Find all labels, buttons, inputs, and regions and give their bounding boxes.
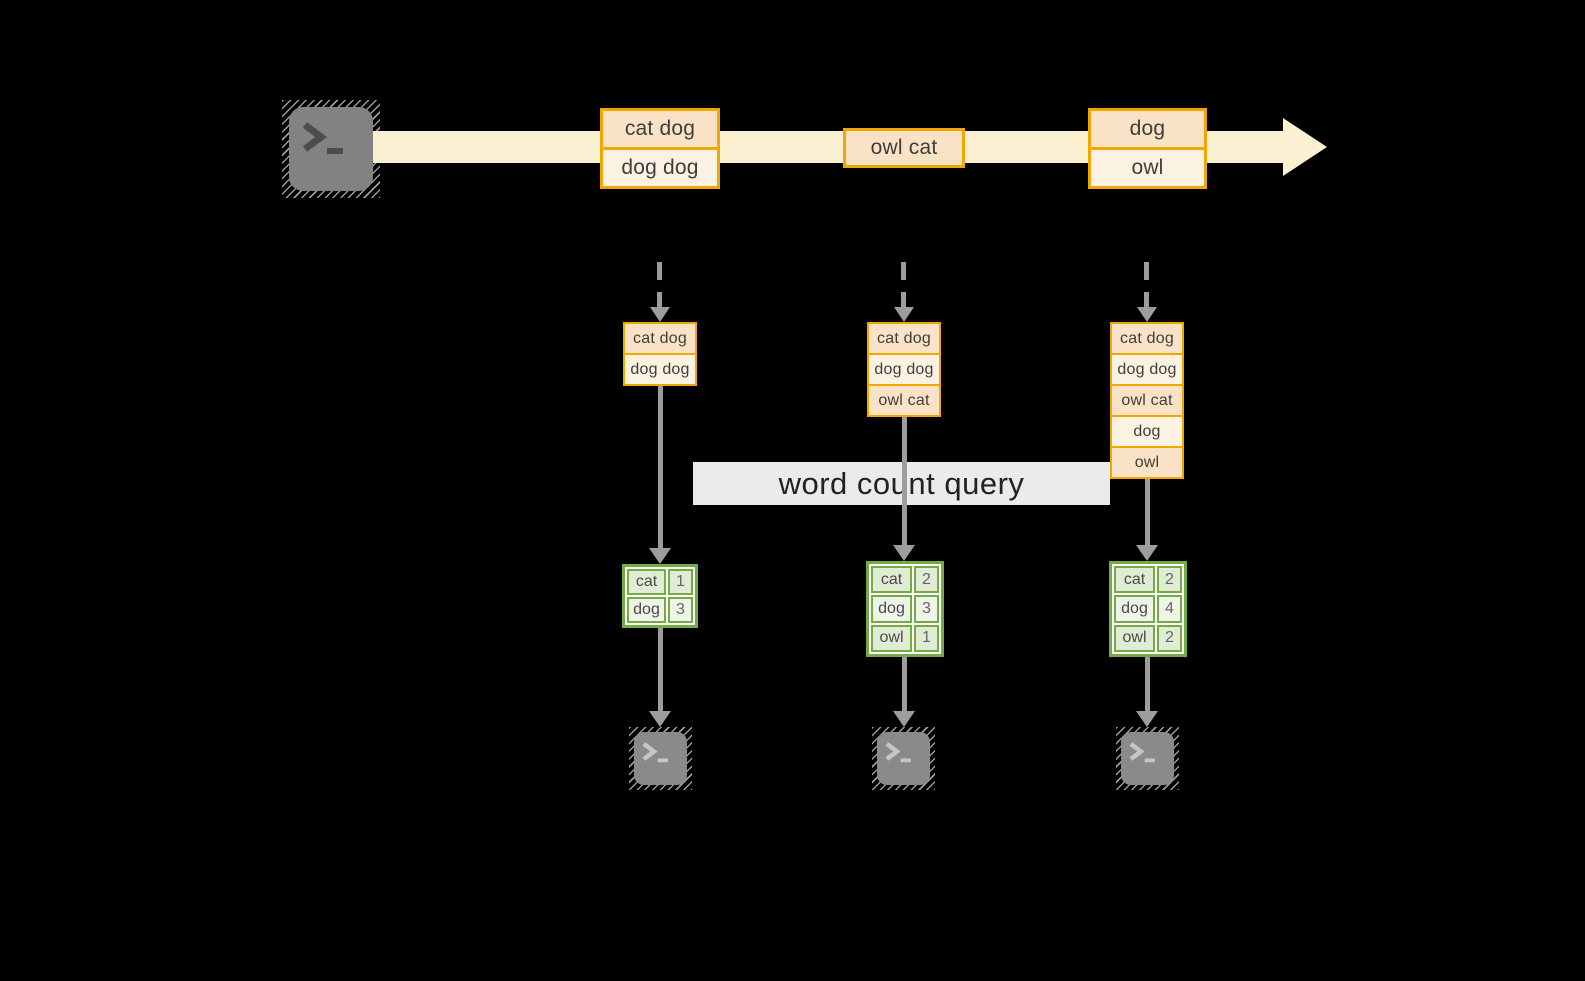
output-arrow-1 [658,628,663,711]
result-count: 2 [914,566,939,594]
snapshot-row: cat dog [1112,324,1182,353]
result-count: 3 [914,595,939,623]
trigger-arrow-3 [1144,262,1149,308]
output-arrow-2 [902,657,907,711]
query-arrowhead-2 [893,545,915,561]
sink-terminal-icon-3 [1116,727,1179,790]
snapshot-row: owl [1112,446,1182,477]
output-arrowhead-3 [1136,711,1158,727]
input-snapshot-2: cat dog dog dog owl cat [867,322,941,417]
query-arrowhead-3 [1136,545,1158,561]
snapshot-row: dog dog [1112,353,1182,384]
trigger-arrowhead-3 [1137,307,1157,322]
result-count: 1 [668,569,693,595]
event-stream-arrowhead [1283,118,1327,176]
result-count: 4 [1157,595,1182,623]
query-arrow-2 [902,417,907,545]
query-label: word count query [778,465,1025,501]
trigger-arrowhead-1 [650,307,670,322]
query-arrowhead-1 [649,548,671,564]
event-batch-2: owl cat [843,128,965,168]
result-word: dog [1114,595,1155,623]
trigger-arrow-1 [657,262,662,308]
snapshot-row: dog [1112,415,1182,446]
query-arrow-1 [658,386,663,548]
input-snapshot-3: cat dog dog dog owl cat dog owl [1110,322,1184,479]
result-word: owl [1114,624,1155,652]
result-count: 3 [668,597,693,623]
event-text: dog dog [603,147,717,186]
event-text: owl cat [846,131,962,165]
result-table-1: cat 1 dog 3 [622,564,698,628]
trigger-arrow-2 [901,262,906,308]
result-word: cat [1114,566,1155,594]
result-table-3: cat 2 dog 4 owl 2 [1109,561,1187,657]
input-snapshot-1: cat dog dog dog [623,322,697,386]
trigger-arrowhead-2 [894,307,914,322]
terminal-icon [289,107,373,191]
output-arrow-3 [1145,657,1150,711]
output-arrowhead-1 [649,711,671,727]
snapshot-row: cat dog [869,324,939,353]
snapshot-row: owl cat [869,384,939,415]
event-batch-1: cat dog dog dog [600,108,720,189]
result-word: cat [871,566,912,594]
output-arrowhead-2 [893,711,915,727]
result-table-2: cat 2 dog 3 owl 1 [866,561,944,657]
result-count: 1 [914,624,939,652]
query-banner: word count query [693,462,1110,505]
snapshot-row: dog dog [625,353,695,384]
snapshot-row: cat dog [625,324,695,353]
event-text: owl [1091,147,1204,186]
result-word: cat [627,569,666,595]
result-word: dog [627,597,666,623]
event-text: cat dog [603,111,717,147]
result-word: owl [871,624,912,652]
result-count: 2 [1157,624,1182,652]
query-arrow-3 [1145,479,1150,545]
sink-terminal-icon-1 [629,727,692,790]
event-text: dog [1091,111,1204,147]
event-batch-3: dog owl [1088,108,1207,189]
sink-terminal-icon-2 [872,727,935,790]
result-count: 2 [1157,566,1182,594]
result-word: dog [871,595,912,623]
source-terminal-icon [282,100,380,198]
snapshot-row: owl cat [1112,384,1182,415]
snapshot-row: dog dog [869,353,939,384]
